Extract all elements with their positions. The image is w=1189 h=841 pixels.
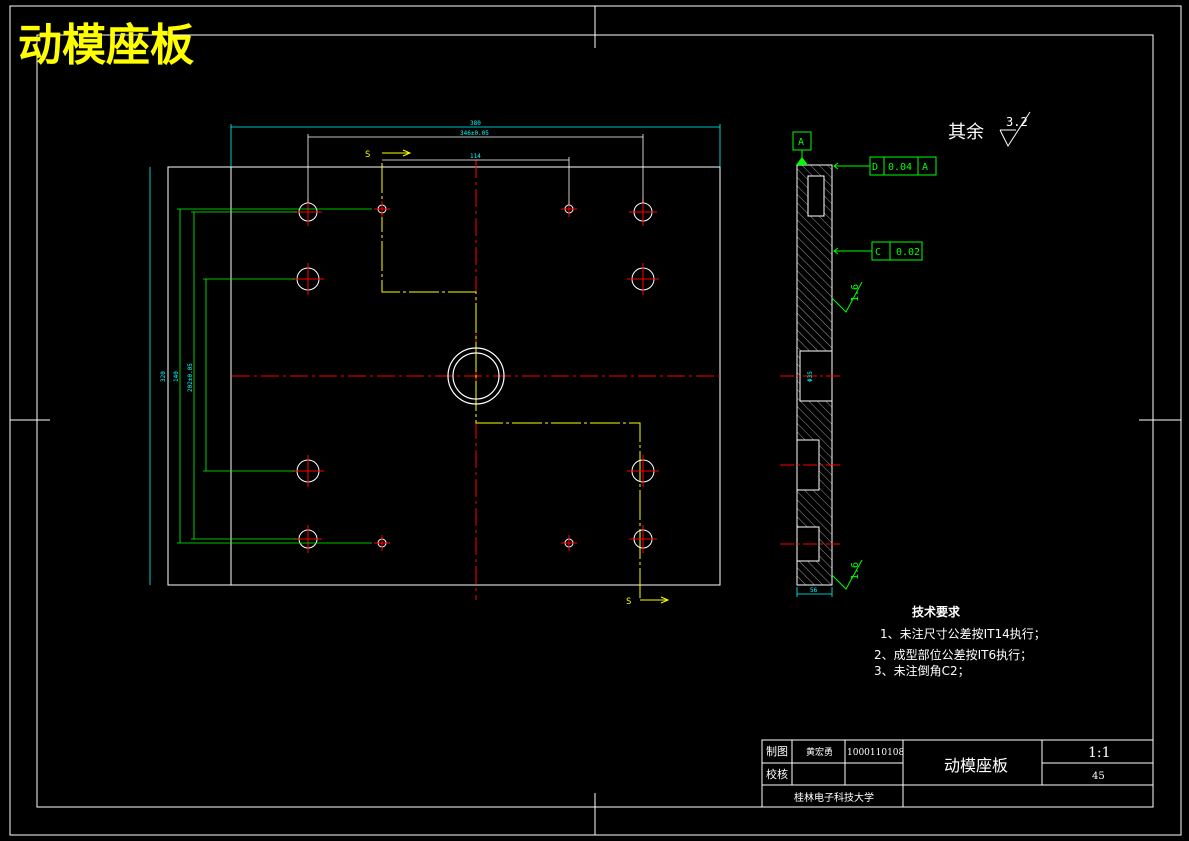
- dim-hole-span: 346±0.05: [460, 130, 489, 137]
- tech-heading: 技术要求: [912, 604, 961, 619]
- center-bore-outer: [447, 347, 505, 405]
- tb-material: 45: [1092, 771, 1105, 782]
- tb-drawn-id: 1000110108: [847, 748, 905, 758]
- flatness-ref: A: [922, 162, 928, 173]
- tb-drawn-name: 黄宏勇: [806, 746, 833, 758]
- dim-vertical-a: 140: [173, 371, 180, 382]
- datum-triangle: [796, 157, 808, 165]
- flatness-symbol: D: [872, 162, 878, 173]
- inner-border: [36, 34, 1154, 808]
- dim-overall-height: 320: [160, 371, 167, 382]
- dim-overall-width: 380: [470, 120, 481, 127]
- surface-note-prefix: 其余: [948, 122, 984, 143]
- horizontal-dimensions: [230, 124, 721, 205]
- hole-crosshairs: [292, 198, 659, 553]
- dim-vertical-b: 202±0.05: [187, 363, 194, 392]
- roughness-symbol-icon: [999, 111, 1031, 148]
- tb-drawn-label: 制图: [766, 745, 788, 758]
- tb-school: 桂林电子科技大学: [794, 791, 874, 804]
- center-marks: [10, 6, 1181, 835]
- tb-check-label: 校核: [766, 767, 788, 781]
- section-mark-bottom: S: [626, 597, 631, 607]
- drawing-title: 动模座板: [18, 20, 194, 71]
- section-mark-top: S: [365, 150, 370, 160]
- tech-item-1: 1、未注尺寸公差按IT14执行；: [880, 626, 1046, 641]
- flatness-value: 0.04: [888, 162, 912, 173]
- datum-a-label: A: [798, 137, 804, 148]
- flatness-frame: [833, 156, 937, 176]
- dim-bore: Φ35: [807, 371, 814, 382]
- center-bore-inner: [452, 352, 500, 400]
- title-block: [761, 739, 1154, 808]
- plan-view: S S: [149, 120, 721, 607]
- tech-item-2: 2、成型部位公差按IT6执行；: [874, 647, 1032, 662]
- depth-dimension: [796, 587, 833, 597]
- tech-item-3: 3、未注倒角C2；: [874, 663, 970, 678]
- tb-scale: 1:1: [1088, 745, 1111, 761]
- parallel-value: 0.02: [896, 247, 920, 258]
- roughness-symbols: [831, 281, 863, 590]
- section-view: 56 Φ35 A D 0.04 A C 0.02: [780, 131, 937, 597]
- tech-requirements: 技术要求 1、未注尺寸公差按IT14执行； 2、成型部位公差按IT6执行； 3、…: [874, 604, 1046, 678]
- tb-part-name: 动模座板: [944, 756, 1008, 775]
- surface-note: 其余 3.2: [948, 111, 1031, 148]
- parallel-frame: [833, 241, 923, 261]
- dim-side-depth: 56: [810, 587, 818, 594]
- vertical-dimensions: [149, 167, 372, 585]
- surface-note-value: 3.2: [1006, 115, 1028, 129]
- dim-inner-span: 114: [470, 153, 481, 160]
- roughness-2: 1.6: [850, 562, 861, 580]
- roughness-1: 1.6: [850, 284, 861, 302]
- section-line: [381, 149, 670, 604]
- parallel-symbol: C: [875, 247, 881, 258]
